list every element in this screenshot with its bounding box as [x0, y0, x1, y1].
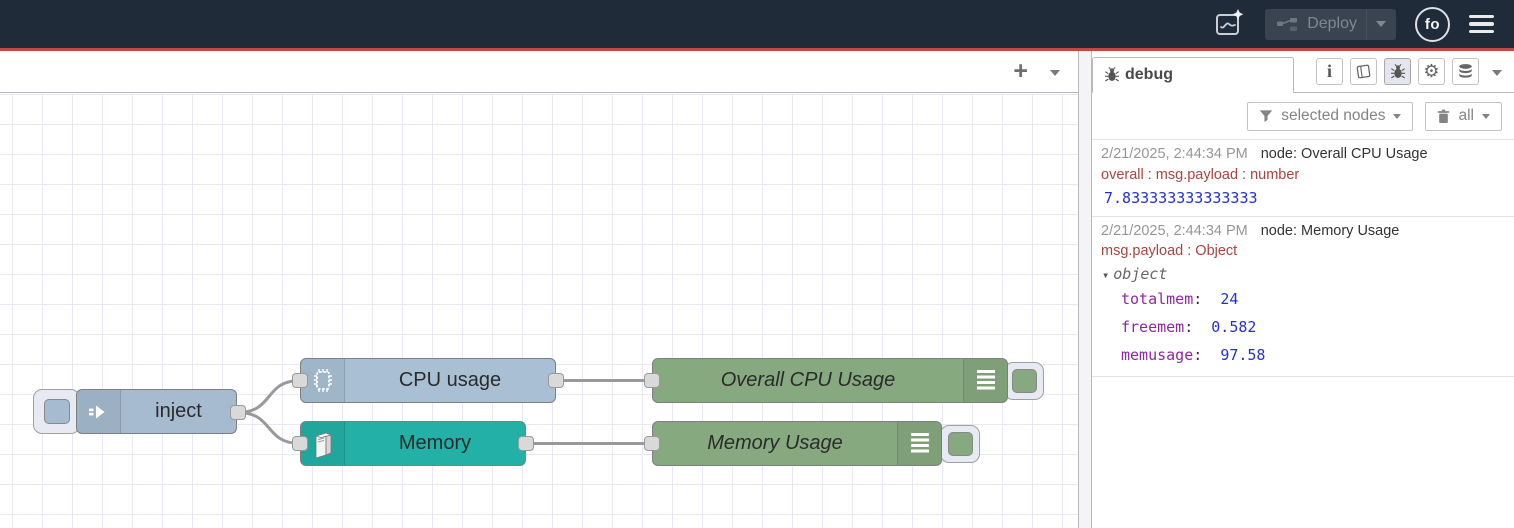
sidebar-tabbar: debug	[1092, 51, 1514, 93]
gear-icon	[1423, 62, 1439, 82]
flow-canvas: +	[0, 51, 1079, 528]
flow-list-caret-icon[interactable]	[1050, 63, 1060, 81]
config-nodes-tab-button[interactable]	[1418, 58, 1445, 85]
port-in-debug-memory-usage[interactable]	[644, 436, 660, 451]
debug-clear-label: all	[1458, 107, 1474, 124]
object-property: freemem 0.582	[1101, 314, 1506, 342]
database-icon	[1459, 63, 1472, 78]
debug-clear-button[interactable]: all	[1425, 101, 1502, 131]
cpu-chip-icon	[301, 359, 345, 402]
object-type-label: object	[1113, 265, 1168, 284]
message-property-path: msg.payload : Object	[1101, 243, 1238, 260]
node-label: Memory	[398, 432, 472, 454]
node-label: Overall CPU Usage	[720, 369, 896, 391]
help-tab-button[interactable]	[1350, 58, 1377, 85]
computer-tower-icon	[301, 422, 345, 465]
wires-layer	[237, 378, 652, 445]
collapse-caret-icon	[1102, 265, 1113, 283]
message-property-path: overall : msg.payload : number	[1101, 166, 1300, 183]
inject-icon	[77, 390, 121, 433]
wire[interactable]	[237, 411, 301, 445]
port-out-cpu-usage[interactable]	[548, 373, 564, 388]
node-inject[interactable]: inject	[76, 389, 237, 434]
trash-icon	[1438, 109, 1450, 123]
property-value: 24	[1220, 290, 1239, 309]
object-expand-toggle[interactable]: object	[1102, 265, 1506, 283]
debug-message: 2/21/2025, 2:44:34 PM node: Overall CPU …	[1092, 140, 1514, 217]
sidebar-resize-handle[interactable]	[1079, 51, 1091, 528]
property-key: freemem	[1121, 318, 1193, 336]
bug-icon	[1105, 67, 1119, 82]
debug-tab-button[interactable]	[1384, 58, 1411, 85]
deploy-label: Deploy	[1307, 15, 1357, 32]
object-property: totalmem 24	[1101, 286, 1506, 314]
bug-icon	[1390, 63, 1405, 78]
debug-console-icon	[963, 359, 1007, 402]
header: Deploy fo	[0, 0, 1514, 48]
debug-message: 2/21/2025, 2:44:34 PM node: Memory Usage…	[1092, 217, 1514, 378]
tab-debug-label: debug	[1125, 66, 1173, 83]
workspace-tabbar: +	[0, 51, 1078, 93]
property-key: memusage	[1121, 346, 1202, 364]
debug-console-icon	[897, 422, 941, 465]
node-debug-overall-cpu-usage[interactable]: Overall CPU Usage	[652, 358, 1008, 403]
property-value: 0.582	[1211, 317, 1257, 336]
debug-toggle-button-overall-cpu[interactable]	[1004, 362, 1044, 400]
property-value: 97.58	[1220, 345, 1266, 364]
debug-filter-button[interactable]: selected nodes	[1247, 101, 1414, 131]
port-out-memory[interactable]	[518, 436, 534, 451]
message-timestamp: 2/21/2025, 2:44:34 PM	[1101, 222, 1248, 239]
node-debug-memory-usage[interactable]: Memory Usage	[652, 421, 942, 466]
context-data-tab-button[interactable]	[1452, 58, 1479, 85]
port-in-debug-overall-cpu[interactable]	[644, 373, 660, 388]
flow-assistant-icon[interactable]	[1212, 7, 1246, 41]
user-avatar[interactable]: fo	[1415, 6, 1450, 42]
sidebar: debug	[1091, 51, 1514, 528]
deploy-status-bar	[0, 48, 1514, 51]
message-source-node[interactable]: node: Memory Usage	[1260, 222, 1400, 239]
object-property: memusage 97.58	[1101, 342, 1506, 370]
property-key: totalmem	[1121, 290, 1202, 308]
info-tab-button[interactable]	[1316, 58, 1343, 85]
node-label: inject	[155, 400, 202, 422]
deploy-icon	[1277, 17, 1298, 31]
deploy-options-caret[interactable]	[1366, 8, 1396, 40]
payload-object-tree: object totalmem 24 freemem 0.582 memusag…	[1101, 265, 1506, 369]
filter-funnel-icon	[1259, 110, 1273, 122]
node-memory[interactable]: Memory	[300, 421, 526, 466]
node-label: Memory Usage	[707, 432, 843, 454]
sidebar-menu-caret-icon[interactable]	[1492, 63, 1502, 81]
debug-filter-label: selected nodes	[1281, 107, 1386, 124]
port-in-memory[interactable]	[292, 436, 308, 451]
port-in-cpu-usage[interactable]	[292, 373, 308, 388]
debug-toolbar: selected nodes all	[1092, 93, 1514, 140]
book-icon	[1356, 64, 1371, 79]
node-cpu-usage[interactable]: CPU usage	[300, 358, 556, 403]
tab-debug[interactable]: debug	[1092, 57, 1294, 93]
wire[interactable]	[237, 379, 301, 414]
node-label: CPU usage	[398, 369, 502, 391]
inject-trigger-button[interactable]	[33, 389, 80, 434]
message-payload-value[interactable]: 7.833333333333333	[1104, 188, 1258, 207]
debug-message-list: 2/21/2025, 2:44:34 PM node: Overall CPU …	[1092, 140, 1514, 528]
port-out-inject[interactable]	[230, 405, 246, 420]
main-menu-icon[interactable]	[1469, 14, 1494, 34]
add-flow-button[interactable]: +	[1013, 57, 1028, 85]
flow-grid[interactable]: inject CPU usage	[0, 94, 1078, 528]
message-source-node[interactable]: node: Overall CPU Usage	[1260, 146, 1428, 162]
debug-toggle-button-memory-usage[interactable]	[940, 425, 980, 463]
deploy-button[interactable]: Deploy	[1265, 8, 1396, 40]
message-timestamp: 2/21/2025, 2:44:34 PM	[1101, 146, 1248, 162]
